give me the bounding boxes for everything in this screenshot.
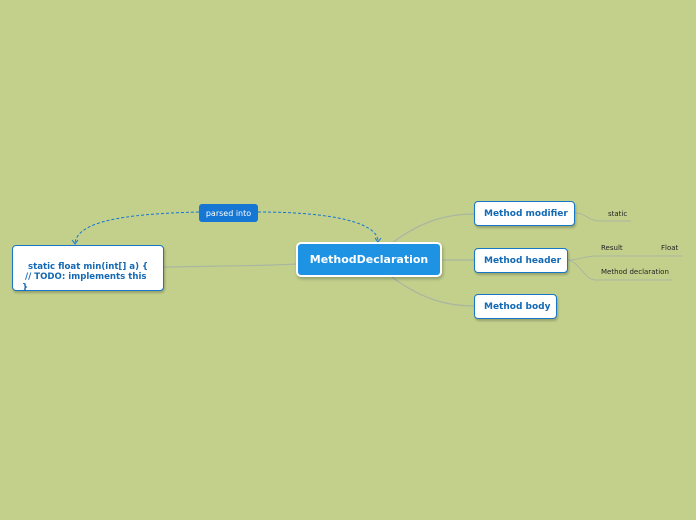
branch-method-header[interactable]: Method header <box>474 248 568 273</box>
relationship-label-text: parsed into <box>205 208 252 218</box>
leaf-static[interactable]: static <box>608 210 628 218</box>
relationship-curve-left <box>74 211 200 244</box>
branch-method-header-label: Method header <box>484 255 562 266</box>
code-node-text: static float min(int[] a) { // TODO: imp… <box>22 261 149 293</box>
leaf-float[interactable]: Float <box>661 244 679 252</box>
branch-method-body[interactable]: Method body <box>474 294 557 319</box>
connector-modifier-to-static <box>574 212 631 222</box>
relationship-arrowhead-left <box>71 239 79 245</box>
central-topic[interactable]: MethodDeclaration <box>296 242 442 277</box>
connector-central-to-body <box>391 276 476 307</box>
central-topic-label: MethodDeclaration <box>309 253 429 266</box>
relationship-label[interactable]: parsed into <box>199 204 258 222</box>
leaf-result[interactable]: Result <box>601 244 623 252</box>
branch-method-modifier[interactable]: Method modifier <box>474 201 575 226</box>
code-node[interactable]: static float min(int[] a) { // TODO: imp… <box>12 245 164 293</box>
branch-method-body-label: Method body <box>484 301 551 312</box>
connector-central-to-modifier <box>391 213 476 244</box>
connector-header-to-method-declaration <box>567 259 672 281</box>
connector-header-to-result <box>567 255 655 261</box>
connector-code-to-central <box>163 263 298 268</box>
leaf-method-declaration[interactable]: Method declaration <box>601 268 669 276</box>
branch-method-modifier-label: Method modifier <box>484 208 568 219</box>
relationship-curve-right <box>257 211 379 242</box>
